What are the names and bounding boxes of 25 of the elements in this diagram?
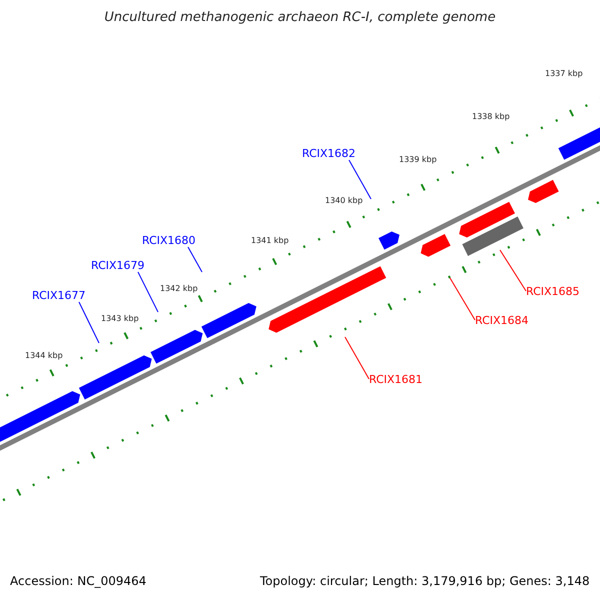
leader-line [138,272,158,312]
scale-label: 1341 kbp [251,237,289,245]
leader-line [348,160,372,200]
scale-label: 1339 kbp [399,156,437,164]
scale-label: 1344 kbp [25,352,63,360]
gene-label: RCIX1685 [526,286,580,297]
leader-line [78,302,100,344]
gene-label: RCIX1684 [475,315,529,326]
scale-label: 1343 kbp [101,315,139,323]
diagram-title: Uncultured methanogenic archaeon RC-I, complete genome [103,11,497,24]
leader-line [188,246,202,272]
accession-text: Accession: NC_009464 [10,575,146,587]
genome-summary-text: Topology: circular; Length: 3,179,916 bp; Genes: 3,148 [260,575,590,587]
gene-label: RCIX1677 [32,290,86,301]
leader-line [450,278,476,320]
gene-label: RCIX1681 [369,374,423,385]
scale-label: 1338 kbp [472,113,510,121]
scale-label: 1337 kbp [545,70,583,78]
gene-label: RCIX1682 [302,148,356,159]
leader-line [344,336,370,380]
leader-line [500,250,526,292]
gene-label: RCIX1680 [142,235,196,246]
scale-label: 1342 kbp [160,285,198,293]
scale-label: 1340 kbp [325,197,363,205]
gene-label: RCIX1679 [91,260,145,271]
